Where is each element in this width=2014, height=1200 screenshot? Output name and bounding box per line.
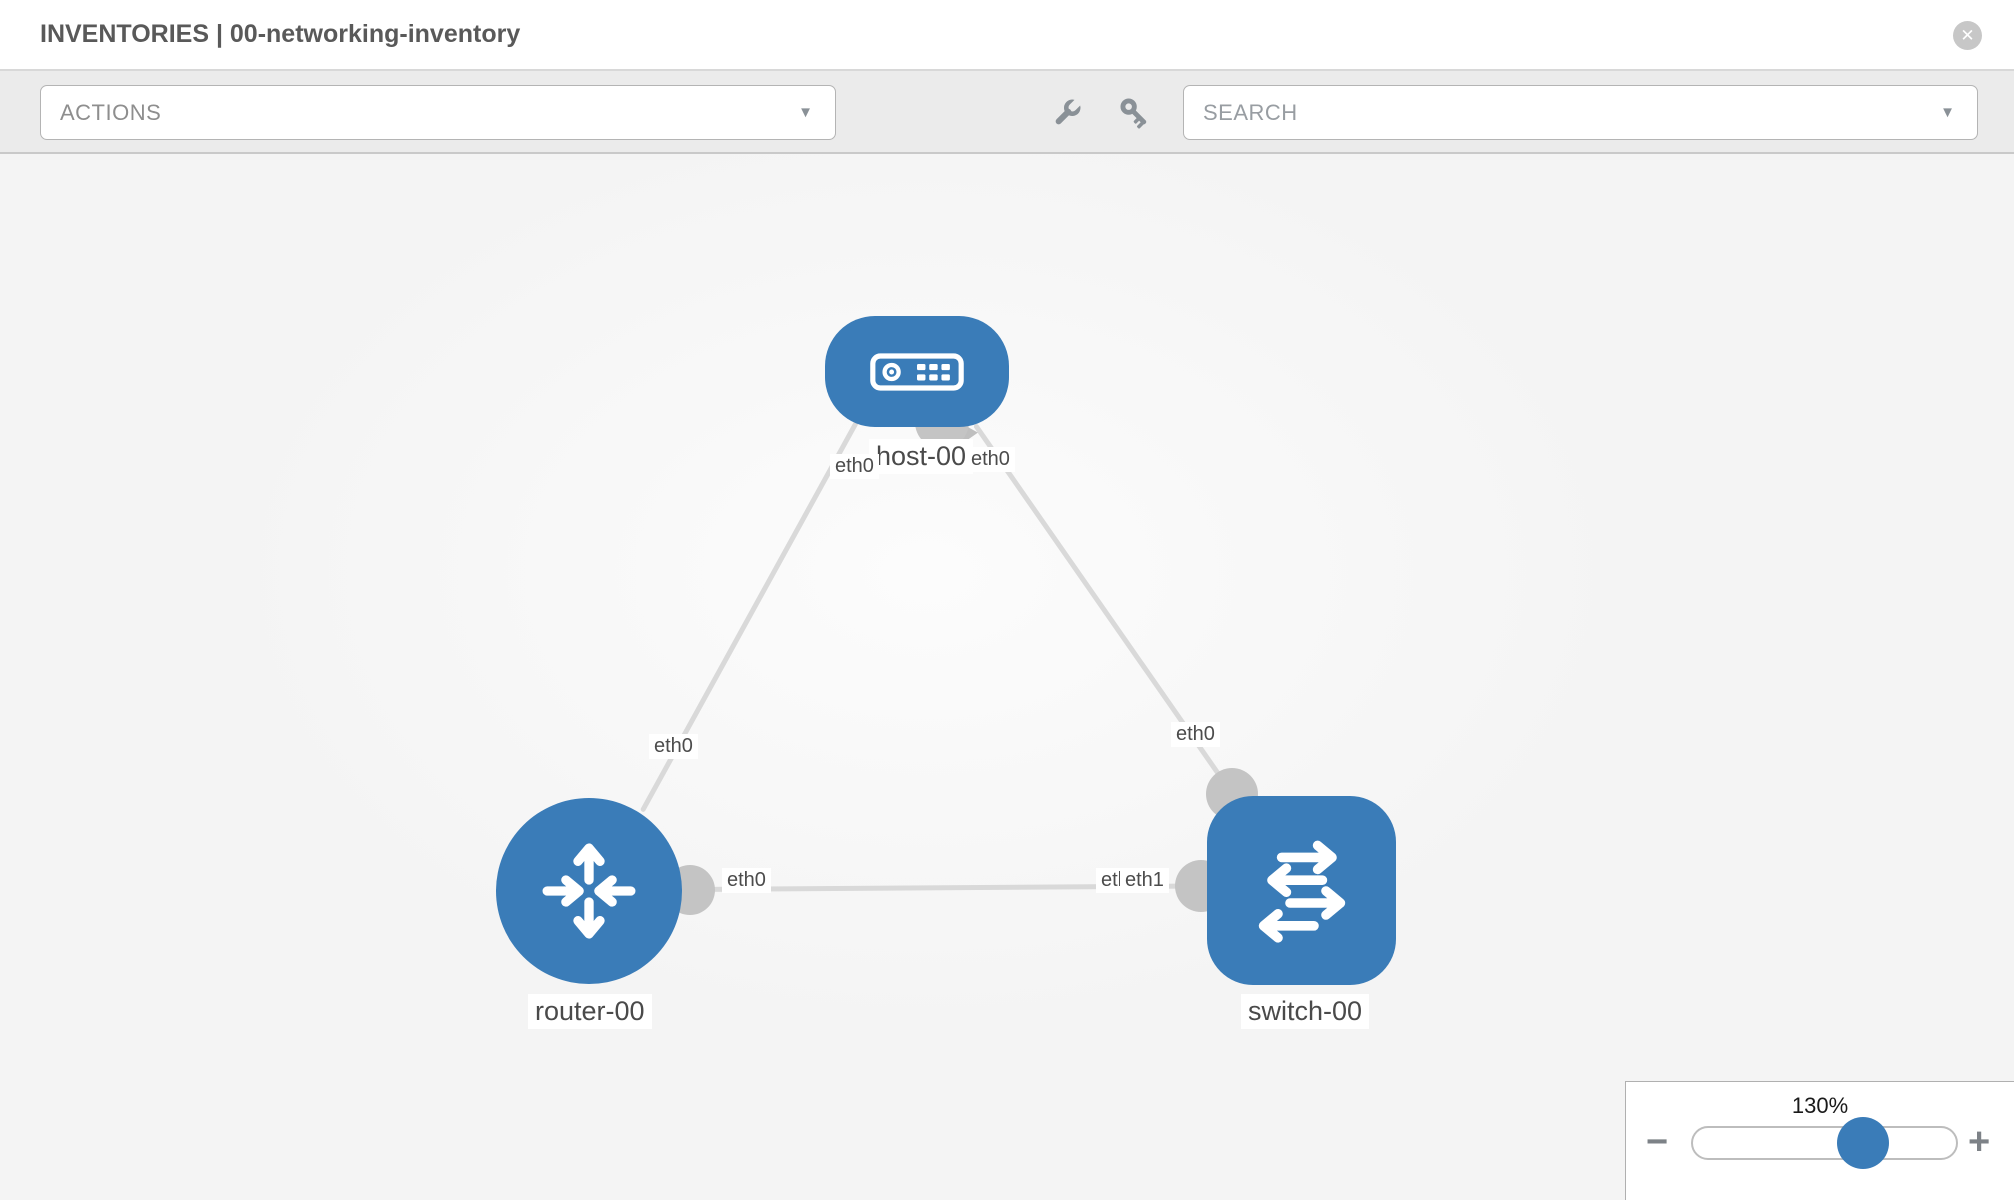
node-label-switch: switch-00	[1241, 994, 1370, 1029]
toolbar: ACTIONS ▼ ▼	[0, 71, 2014, 154]
close-button[interactable]: ✕	[1953, 21, 1982, 50]
zoom-in-button[interactable]: +	[1968, 1121, 1991, 1163]
close-icon: ✕	[1960, 26, 1975, 45]
search-input[interactable]	[1184, 86, 1977, 139]
server-icon	[870, 352, 964, 391]
node-label-host: host-00	[869, 439, 974, 474]
node-host-00[interactable]	[825, 316, 1009, 427]
if-label-router-top: eth0	[649, 734, 698, 759]
node-switch-00[interactable]	[1207, 796, 1396, 985]
zoom-control-panel: 130% − +	[1625, 1081, 2014, 1200]
zoom-slider-knob[interactable]	[1837, 1117, 1889, 1169]
key-icon[interactable]	[1117, 95, 1153, 131]
zoom-percent-label: 130%	[1791, 1093, 1849, 1118]
actions-dropdown-label: ACTIONS	[60, 100, 162, 125]
zoom-out-button[interactable]: −	[1646, 1121, 1669, 1163]
wrench-icon[interactable]	[1049, 95, 1085, 131]
if-label-switch-left: eth1	[1120, 868, 1169, 893]
if-label-host-left: eth0	[830, 454, 879, 479]
zoom-slider-track[interactable]	[1691, 1126, 1958, 1160]
router-arrows-icon	[542, 843, 636, 939]
search-dropdown: ▼	[1183, 85, 1978, 140]
chevron-down-icon[interactable]: ▼	[1940, 104, 1955, 121]
node-router-00[interactable]	[496, 798, 682, 984]
switch-arrows-icon	[1258, 840, 1345, 943]
if-label-router-right: eth0	[722, 868, 771, 893]
actions-dropdown[interactable]: ACTIONS ▼	[40, 85, 836, 140]
page-header: INVENTORIES | 00-networking-inventory ✕	[0, 0, 2014, 71]
if-label-switch-top: eth0	[1171, 722, 1220, 747]
node-label-router: router-00	[528, 994, 652, 1029]
if-label-host-right: eth0	[966, 447, 1015, 472]
page-title: INVENTORIES | 00-networking-inventory	[40, 20, 521, 48]
topology-canvas[interactable]: host-00 router-00 switch-00 eth0 eth0 et…	[0, 154, 2014, 1200]
chevron-down-icon: ▼	[798, 104, 813, 121]
